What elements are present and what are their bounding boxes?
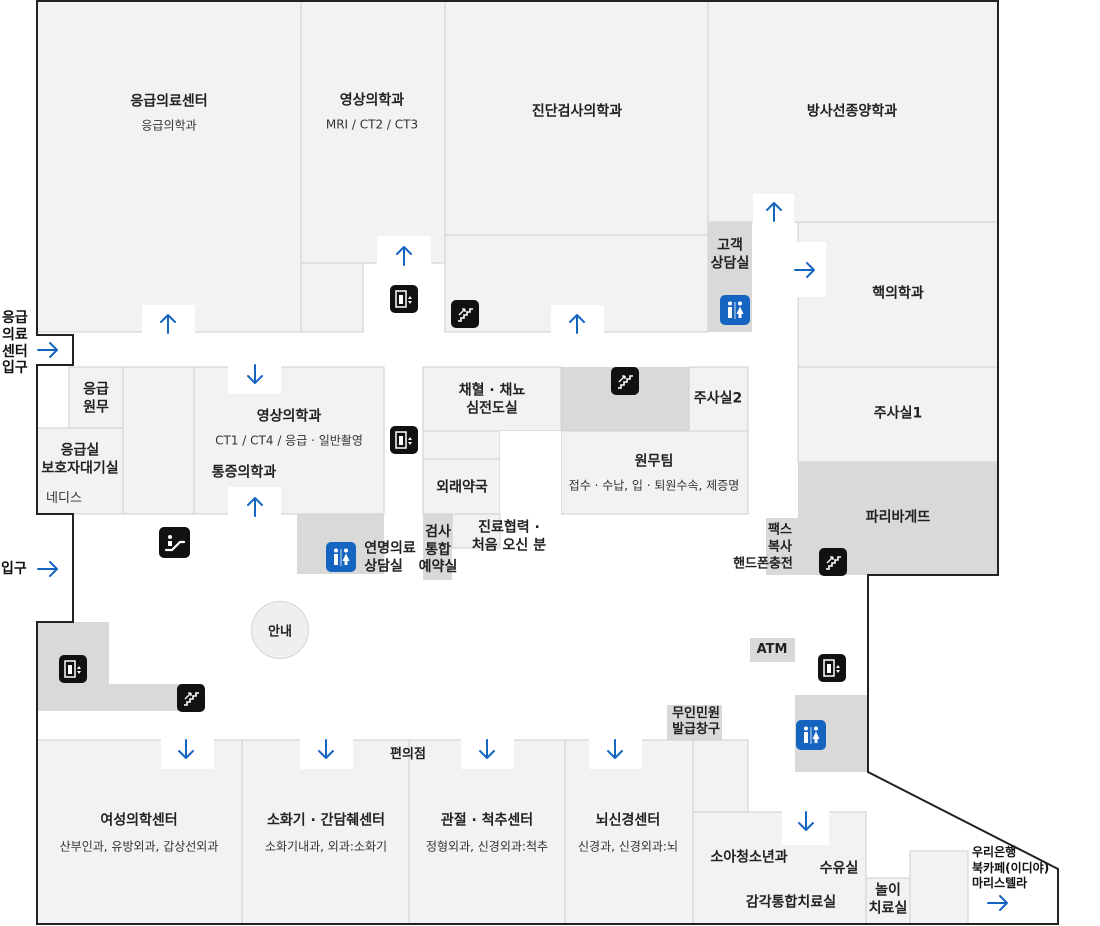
arrow-icon <box>247 497 263 517</box>
arrow-icon <box>37 342 58 358</box>
arrow-icon <box>318 739 334 759</box>
room-ne-dis[interactable]: 네디스 <box>46 490 82 506</box>
room-radiology-mid[interactable]: 영상의학과 CT1 / CT4 / 응급 · 일반촬영 <box>215 408 363 447</box>
room-womens-center[interactable]: 여성의학센터 산부인과, 유방외과, 갑상선외과 <box>59 812 219 853</box>
room-blood-draw[interactable]: 채혈 · 채뇨 심전도실 <box>458 382 526 417</box>
room-joint-spine-center[interactable]: 관절 · 척추센터 정형외과, 신경외과:척추 <box>425 812 549 853</box>
room-radiation-oncology[interactable]: 방사선종양학과 <box>806 103 898 120</box>
room-referral-center[interactable]: 진료협력 · 처음 오신 분 <box>471 519 547 554</box>
room-paris-baguette[interactable]: 파리바게뜨 <box>865 509 931 526</box>
arrow-icon <box>37 561 58 577</box>
elevator-icon <box>390 285 418 313</box>
restroom-icon <box>796 720 826 750</box>
arrow-icon <box>798 811 814 831</box>
escalator-icon <box>159 527 190 558</box>
room-neuro-center[interactable]: 뇌신경센터 신경과, 신경외과:뇌 <box>578 812 678 853</box>
arrow-icon <box>178 739 194 759</box>
arrow-icon <box>987 895 1008 911</box>
info-desk-label: 안내 <box>268 624 292 640</box>
room-injection-2[interactable]: 주사실2 <box>693 390 743 407</box>
arrow-icon <box>794 262 815 278</box>
arrow-icon <box>607 739 623 759</box>
room-fax-copy[interactable]: 팩스 복사 핸드폰충전 <box>733 522 793 572</box>
arrow-icon <box>766 202 782 222</box>
elevator-icon <box>59 655 87 683</box>
room-kiosk[interactable]: 무인민원 발급창구 <box>672 705 720 737</box>
top-rooms <box>36 0 999 463</box>
room-nuclear-medicine[interactable]: 핵의학과 <box>872 285 924 302</box>
elevator-icon <box>818 654 846 682</box>
restroom-icon <box>326 542 356 572</box>
room-pediatrics[interactable]: 소아청소년과 <box>710 849 788 866</box>
room-admin-team[interactable]: 원무팀 접수 · 수납, 입 · 퇴원수속, 제증명 <box>568 453 740 492</box>
arrow-icon <box>569 314 585 334</box>
direction-arrows <box>37 202 1008 911</box>
room-yonmyeong-counsel[interactable]: 연명의료 상담실 <box>364 540 416 575</box>
room-injection-1[interactable]: 주사실1 <box>873 405 923 422</box>
room-emergency-admin[interactable]: 응급 원무 <box>83 381 109 416</box>
room-test-reservation[interactable]: 검사 통합 예약실 <box>418 523 458 575</box>
info-desk[interactable]: 안내 <box>251 601 309 659</box>
stairs-icon <box>451 300 479 328</box>
middle-rooms <box>36 366 749 549</box>
room-convenience[interactable]: 편의점 <box>390 746 426 762</box>
room-radiology-top[interactable]: 영상의학과 MRI / CT2 / CT3 <box>325 92 419 131</box>
room-emergency-center[interactable]: 응급의료센터 응급의학과 <box>130 93 208 132</box>
main-entrance-label: 입구 <box>1 561 27 577</box>
room-play-therapy[interactable]: 놀이 치료실 <box>868 882 908 917</box>
stairs-icon <box>177 684 205 712</box>
room-guardian-waiting[interactable]: 응급실 보호자대기실 <box>41 442 119 477</box>
restroom-icon <box>720 295 750 325</box>
room-nursing[interactable]: 수유실 <box>819 860 859 877</box>
arrow-icon <box>160 314 176 334</box>
room-customer-counsel[interactable]: 고객 상담실 <box>710 237 750 272</box>
stairs-icon <box>819 548 847 576</box>
elevator-icon <box>390 426 418 454</box>
room-pain-medicine[interactable]: 통증의학과 <box>211 464 277 481</box>
room-digestive-center[interactable]: 소화기 · 간담췌센터 소화기내과, 외과:소화기 <box>264 812 388 853</box>
arrow-icon <box>396 246 412 266</box>
room-atm[interactable]: ATM <box>756 641 788 657</box>
stairs-icon <box>611 367 639 395</box>
room-sensory-therapy[interactable]: 감각통합치료실 <box>745 894 837 911</box>
emergency-entrance-label: 응급 의료 센터 입구 <box>2 310 28 377</box>
room-outpatient-pharmacy[interactable]: 외래약국 <box>436 479 488 496</box>
arrow-icon <box>247 364 263 384</box>
woori-bank-label: 우리은행 북카페(이디야) 마리스텔라 <box>972 845 1050 891</box>
bottom-rooms <box>36 739 969 925</box>
arrow-icon <box>479 739 495 759</box>
room-lab-medicine[interactable]: 진단검사의학과 <box>531 103 623 120</box>
outer-wall <box>36 0 1059 925</box>
